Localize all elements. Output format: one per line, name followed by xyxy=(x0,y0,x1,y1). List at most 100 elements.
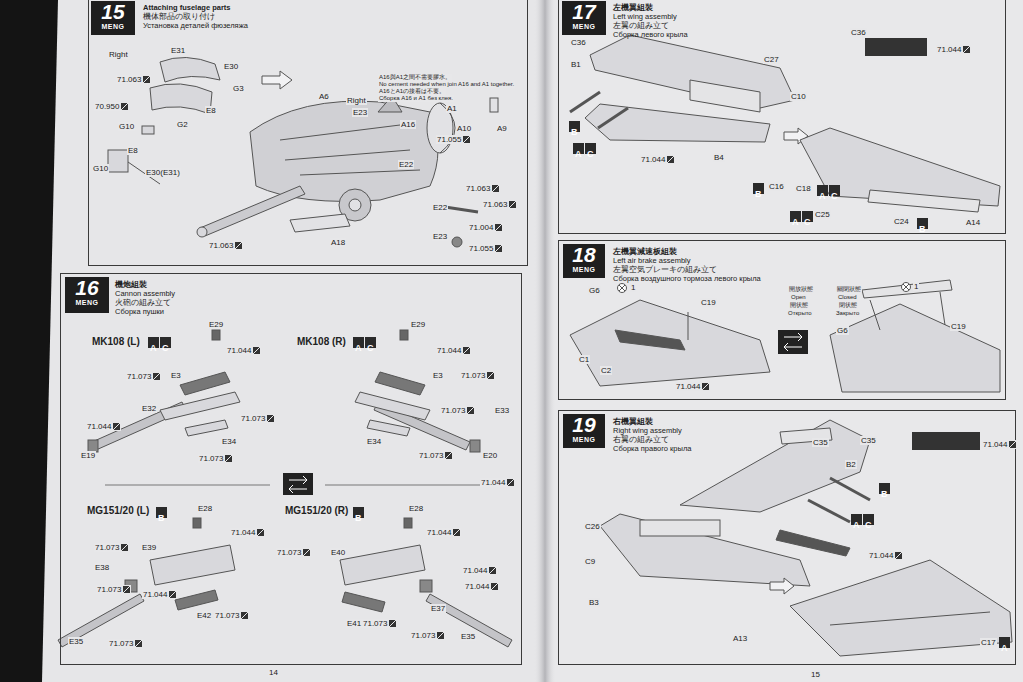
part-number: B1 xyxy=(571,60,581,69)
step-number-badge: 17MENG xyxy=(562,1,606,35)
label-patch: E37 xyxy=(430,604,446,613)
part-number: E39 xyxy=(142,543,156,552)
label-patch: G2 xyxy=(176,120,189,129)
label-patch: C27 xyxy=(763,55,780,64)
part-number: E20 xyxy=(483,451,497,460)
label-patch: 71.073 xyxy=(440,406,475,415)
part-number: G6 xyxy=(837,326,848,335)
label-patch: 71.044 xyxy=(462,566,497,575)
paint-icon xyxy=(489,567,496,574)
page-number: 14 xyxy=(269,668,278,677)
label-patch: A1 xyxy=(446,104,458,113)
label-patch: C36 xyxy=(850,28,867,37)
paint-icon xyxy=(253,347,260,354)
paint-icon xyxy=(121,103,128,110)
step-title: 機炮組裝 xyxy=(115,280,147,289)
label-patch: A10 xyxy=(456,124,472,133)
part-number: E41 xyxy=(347,619,361,628)
label-patch: Right xyxy=(346,96,367,105)
note-text: Closed xyxy=(838,294,857,300)
paint-code: 71.063 xyxy=(209,241,233,250)
paint-code: 71.073 xyxy=(109,639,133,648)
part-number: E28 xyxy=(198,504,212,513)
label-patch: A16與A1之間不需要膠水。 xyxy=(378,74,452,81)
label-patch: C19 xyxy=(950,322,967,331)
gun-title: MK108 (L) xyxy=(92,336,140,347)
paint-code: 71.073 xyxy=(411,631,435,640)
paint-code: 71.044 xyxy=(869,551,893,560)
label-patch: E22 xyxy=(398,160,414,169)
label-patch: 71.044 xyxy=(436,346,471,355)
label-patch: 71.073 xyxy=(276,548,311,557)
part-number: B4 xyxy=(714,153,724,162)
part-number: G3 xyxy=(233,84,244,93)
part-number: E19 xyxy=(81,451,95,460)
part-number: E38 xyxy=(95,563,109,572)
label-patch: C36 xyxy=(570,38,587,47)
part-number: E22 xyxy=(433,203,447,212)
gun-title: MK108 (R) xyxy=(297,336,346,347)
brand-mark: MENG xyxy=(563,436,605,444)
label-patch: A16 xyxy=(400,120,416,129)
step-number-badge: 16MENG xyxy=(65,277,109,313)
part-number: C9 xyxy=(585,557,595,566)
step-number-badge: 19MENG xyxy=(563,414,605,448)
paint-code: 71.073 xyxy=(215,611,239,620)
step-title: Left air brake assembly xyxy=(613,256,691,265)
part-number: E34 xyxy=(222,437,236,446)
label-patch: E20 xyxy=(482,451,498,460)
step-title: 左翼空気ブレーキの組み立て xyxy=(613,265,717,274)
part-number: C1 xyxy=(579,355,589,364)
part-number: E8 xyxy=(206,106,216,115)
label-patch: 71.073 xyxy=(418,451,453,460)
paint-icon xyxy=(241,612,248,619)
note-text: No cement needed when join A16 and A1 to… xyxy=(379,81,514,87)
paint-icon xyxy=(123,586,130,593)
paint-icon xyxy=(491,583,498,590)
part-number: E22 xyxy=(399,160,413,169)
paint-icon xyxy=(963,46,970,53)
label-patch: E8 xyxy=(205,106,217,115)
kit-option-badge: C xyxy=(829,185,840,196)
label-patch: MK108 (R) xyxy=(296,336,347,347)
label-patch: 71.044 xyxy=(426,528,461,537)
part-number: C26 xyxy=(585,522,600,531)
kit-option-badge: B xyxy=(917,218,928,229)
kit-option-badge: B xyxy=(156,507,167,518)
paint-icon xyxy=(143,76,150,83)
paint-code: 71.073 xyxy=(127,372,151,381)
paint-icon xyxy=(121,544,128,551)
label-patch: 71.063 xyxy=(208,241,243,250)
step-number: 17 xyxy=(562,1,606,23)
option-letter: B xyxy=(881,489,888,500)
label-patch: 71.073 xyxy=(108,639,143,648)
label-patch: E35 xyxy=(68,637,84,646)
paint-code: 71.044 xyxy=(87,422,111,431)
note-text: 閉状態 xyxy=(839,302,857,308)
label-patch: Открыто xyxy=(787,310,813,317)
paint-code: 71.044 xyxy=(676,382,700,391)
paint-icon xyxy=(495,224,502,231)
part-number: C25 xyxy=(815,210,830,219)
part-number: A9 xyxy=(497,124,507,133)
step-panel: Attaching fuselage parts機体部品の取り付けУстанов… xyxy=(88,0,528,266)
label-patch: E34 xyxy=(221,437,237,446)
label-patch: E30 xyxy=(223,62,239,71)
label-patch: 15 xyxy=(810,670,821,679)
paint-code: 71.063 xyxy=(117,75,141,84)
paint-icon xyxy=(135,640,142,647)
option-letter: A xyxy=(853,520,860,531)
step-title: 左機翼減速板組裝 xyxy=(613,247,677,256)
step-title: Right wing assembly xyxy=(613,426,682,435)
part-number: C19 xyxy=(951,322,966,331)
paint-code: 71.044 xyxy=(481,478,505,487)
label-patch: E34 xyxy=(366,437,382,446)
gun-title: MG151/20 (R) xyxy=(285,505,348,516)
label-patch: 71.063 xyxy=(116,75,151,84)
paint-code: 71.044 xyxy=(463,566,487,575)
paint-icon xyxy=(225,455,232,462)
step-number-badge: 15MENG xyxy=(91,1,135,35)
label-patch: Closed xyxy=(837,294,858,301)
part-number: C18 xyxy=(796,184,811,193)
part-number: A16 xyxy=(401,120,415,129)
